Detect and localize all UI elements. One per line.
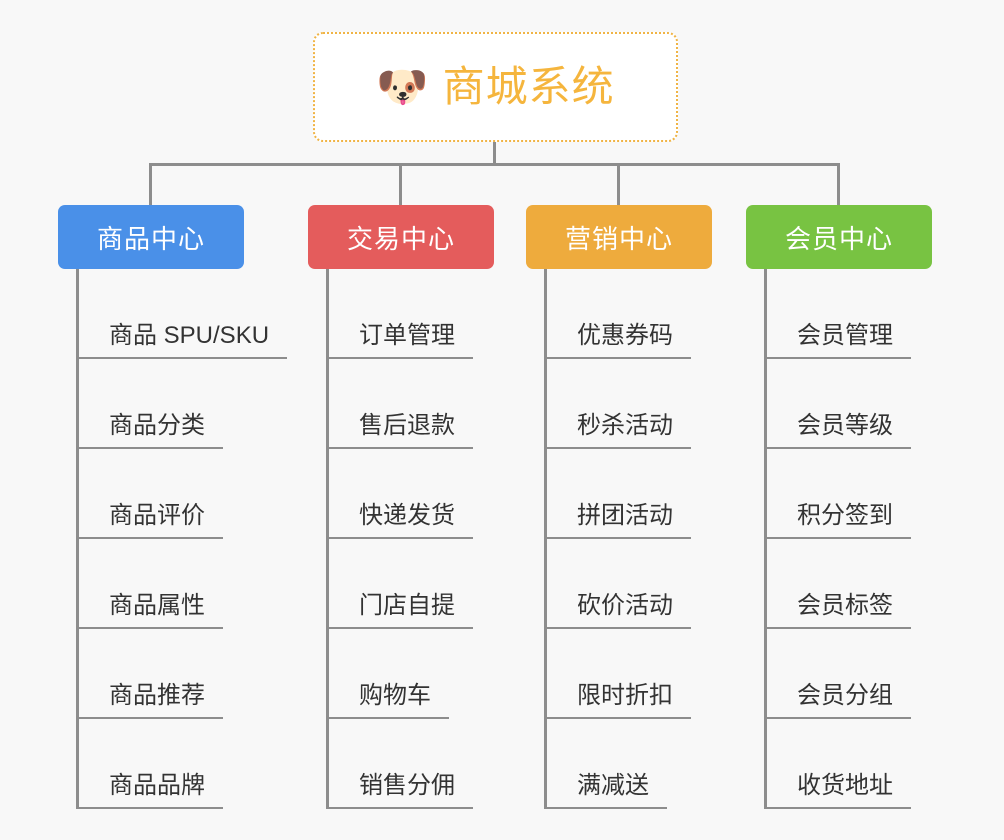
leaf-item[interactable]: 积分签到 <box>767 449 932 539</box>
connector-drop-3 <box>617 163 620 205</box>
root-node-shopping-mall-system[interactable]: 🐶 商城系统 <box>313 32 678 142</box>
dog-face-icon: 🐶 <box>376 63 429 110</box>
category-box-3[interactable]: 营销中心 <box>526 205 712 269</box>
leaf-item[interactable]: 满减送 <box>547 719 712 809</box>
connector-root-stem <box>493 142 496 165</box>
leaf-item-label: 快递发货 <box>329 502 473 539</box>
leaf-item[interactable]: 拼团活动 <box>547 449 712 539</box>
category-label: 会员中心 <box>784 223 893 254</box>
category-box-4[interactable]: 会员中心 <box>746 205 932 269</box>
category-box-1[interactable]: 商品中心 <box>58 205 244 269</box>
leaf-item[interactable]: 会员标签 <box>767 539 932 629</box>
leaf-item[interactable]: 限时折扣 <box>547 629 712 719</box>
leaf-list-2: 订单管理售后退款快递发货门店自提购物车销售分佣 <box>326 269 494 809</box>
leaf-item[interactable]: 商品品牌 <box>79 719 244 809</box>
leaf-item[interactable]: 订单管理 <box>329 269 494 359</box>
category-label: 商品中心 <box>96 223 205 254</box>
leaf-item-label: 门店自提 <box>329 592 473 629</box>
leaf-item[interactable]: 商品推荐 <box>79 629 244 719</box>
leaf-item-label: 订单管理 <box>329 322 473 359</box>
leaf-item-label: 商品 SPU/SKU <box>79 322 288 359</box>
leaf-item-label: 购物车 <box>329 682 449 719</box>
connector-drop-1 <box>149 163 152 205</box>
leaf-list-4: 会员管理会员等级积分签到会员标签会员分组收货地址 <box>764 269 932 809</box>
leaf-item[interactable]: 会员管理 <box>767 269 932 359</box>
category-label: 营销中心 <box>564 223 673 254</box>
leaf-item-label: 砍价活动 <box>547 592 691 629</box>
leaf-item-label: 商品属性 <box>79 592 223 629</box>
leaf-item-label: 会员分组 <box>767 682 911 719</box>
leaf-item-label: 优惠券码 <box>547 322 691 359</box>
leaf-item-label: 收货地址 <box>767 772 911 809</box>
leaf-item[interactable]: 商品属性 <box>79 539 244 629</box>
leaf-item[interactable]: 会员分组 <box>767 629 932 719</box>
leaf-item[interactable]: 快递发货 <box>329 449 494 539</box>
leaf-item[interactable]: 商品 SPU/SKU <box>79 269 288 359</box>
leaf-item-label: 会员管理 <box>767 322 911 359</box>
leaf-item[interactable]: 购物车 <box>329 629 494 719</box>
branch-column-1: 商品中心商品 SPU/SKU 商品分类商品评价商品属性商品推荐商品品牌 <box>58 205 288 809</box>
root-node-title: 商城系统 <box>442 63 615 110</box>
leaf-item[interactable]: 商品分类 <box>79 359 244 449</box>
leaf-item-label: 拼团活动 <box>547 502 691 539</box>
leaf-item[interactable]: 秒杀活动 <box>547 359 712 449</box>
leaf-item[interactable]: 会员等级 <box>767 359 932 449</box>
leaf-item-label: 销售分佣 <box>329 772 473 809</box>
leaf-item[interactable]: 售后退款 <box>329 359 494 449</box>
leaf-item-label: 会员等级 <box>767 412 911 449</box>
branch-column-2: 交易中心订单管理售后退款快递发货门店自提购物车销售分佣 <box>308 205 494 809</box>
leaf-list-1: 商品 SPU/SKU 商品分类商品评价商品属性商品推荐商品品牌 <box>76 269 288 809</box>
leaf-item-label: 商品品牌 <box>79 772 223 809</box>
leaf-item-label: 满减送 <box>547 772 667 809</box>
leaf-item-label: 商品评价 <box>79 502 223 539</box>
connector-drop-2 <box>399 163 402 205</box>
leaf-item-label: 限时折扣 <box>547 682 691 719</box>
leaf-list-3: 优惠券码秒杀活动拼团活动砍价活动限时折扣满减送 <box>544 269 712 809</box>
category-box-2[interactable]: 交易中心 <box>308 205 494 269</box>
connector-drop-4 <box>837 163 840 205</box>
leaf-item[interactable]: 门店自提 <box>329 539 494 629</box>
leaf-item-label: 商品推荐 <box>79 682 223 719</box>
leaf-item-label: 售后退款 <box>329 412 473 449</box>
connector-horizontal-bus <box>149 163 840 166</box>
leaf-item[interactable]: 销售分佣 <box>329 719 494 809</box>
leaf-item-label: 积分签到 <box>767 502 911 539</box>
branch-column-3: 营销中心优惠券码秒杀活动拼团活动砍价活动限时折扣满减送 <box>526 205 712 809</box>
leaf-item[interactable]: 优惠券码 <box>547 269 712 359</box>
leaf-item-label: 秒杀活动 <box>547 412 691 449</box>
branch-column-4: 会员中心会员管理会员等级积分签到会员标签会员分组收货地址 <box>746 205 932 809</box>
category-label: 交易中心 <box>346 223 455 254</box>
leaf-item[interactable]: 收货地址 <box>767 719 932 809</box>
leaf-item[interactable]: 商品评价 <box>79 449 244 539</box>
leaf-item[interactable]: 砍价活动 <box>547 539 712 629</box>
leaf-item-label: 会员标签 <box>767 592 911 629</box>
leaf-item-label: 商品分类 <box>79 412 223 449</box>
